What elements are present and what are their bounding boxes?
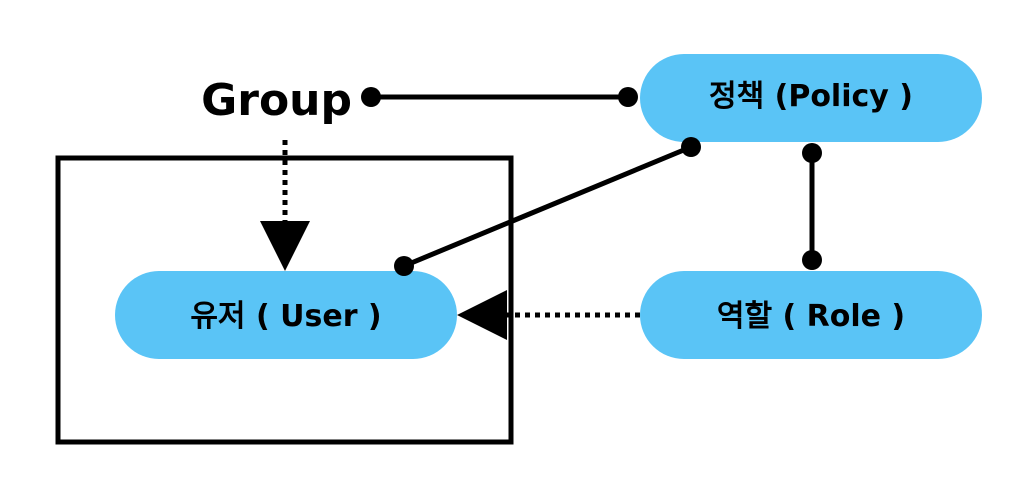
- role-node-shape: [640, 271, 982, 359]
- policy-node: 정책 (Policy ): [640, 54, 982, 142]
- group-label: Group: [201, 75, 352, 126]
- user-node: 유저 ( User ): [115, 271, 457, 359]
- user-node-label: 유저 ( User ): [190, 299, 381, 334]
- policy-user-connector: [403, 144, 692, 269]
- role-node: 역할 ( Role ): [640, 271, 982, 359]
- role-node-label: 역할 ( Role ): [717, 299, 905, 334]
- policy-user-endpoint-user: [394, 256, 414, 276]
- group-container-box: [55, 155, 514, 445]
- policy-role-endpoint-role: [802, 250, 822, 270]
- group-policy-endpoint-group: [361, 87, 381, 107]
- group-policy-endpoint-policy: [618, 87, 638, 107]
- policy-node-shape: [640, 54, 982, 142]
- user-node-shape: [115, 271, 457, 359]
- policy-user-endpoint-policy: [681, 137, 701, 157]
- policy-node-label: 정책 (Policy ): [709, 79, 913, 114]
- policy-role-endpoint-policy: [802, 143, 822, 163]
